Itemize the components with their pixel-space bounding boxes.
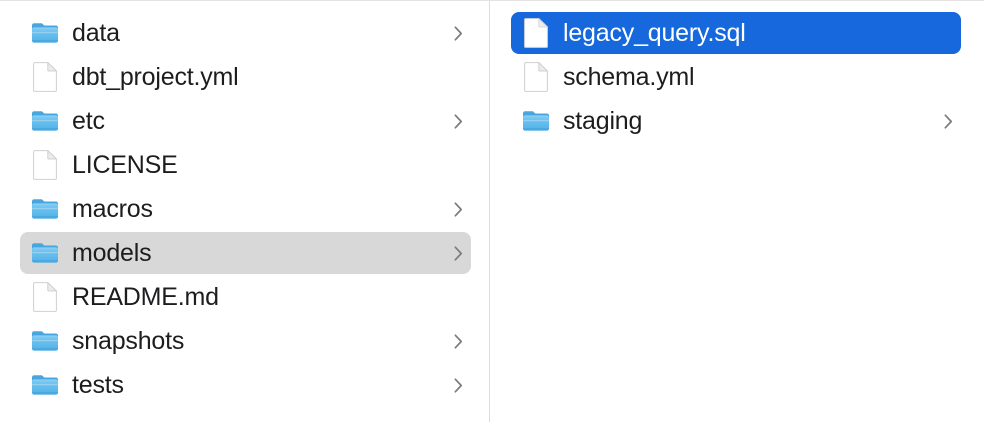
- folder-row[interactable]: etc: [20, 99, 471, 143]
- folder-icon: [30, 236, 60, 270]
- folder-icon: [521, 104, 551, 138]
- file-name-label: dbt_project.yml: [72, 63, 239, 91]
- folder-icon: [30, 192, 60, 226]
- folder-name-label: etc: [72, 107, 105, 135]
- folder-row[interactable]: models: [20, 231, 471, 275]
- file-row[interactable]: dbt_project.yml: [20, 55, 471, 99]
- file-list-child: legacy_query.sql schema.yml staging: [490, 11, 983, 143]
- row-selection-highlight: [20, 232, 471, 274]
- document-icon: [30, 148, 60, 182]
- file-row[interactable]: legacy_query.sql: [511, 11, 961, 55]
- file-name-label: README.md: [72, 283, 219, 311]
- folder-name-label: models: [72, 239, 152, 267]
- file-row[interactable]: schema.yml: [511, 55, 961, 99]
- folder-row[interactable]: tests: [20, 363, 471, 407]
- folder-name-label: data: [72, 19, 120, 47]
- folder-icon: [30, 104, 60, 138]
- row-selection-highlight: [511, 12, 961, 54]
- file-row[interactable]: README.md: [20, 275, 471, 319]
- chevron-right-icon[interactable]: [451, 198, 465, 220]
- folder-row[interactable]: snapshots: [20, 319, 471, 363]
- file-browser-column-child: legacy_query.sql schema.yml staging: [490, 1, 983, 422]
- folder-name-label: staging: [563, 107, 643, 135]
- chevron-right-icon[interactable]: [451, 22, 465, 44]
- folder-name-label: tests: [72, 371, 124, 399]
- document-icon: [30, 280, 60, 314]
- file-name-label: LICENSE: [72, 151, 178, 179]
- folder-row[interactable]: staging: [511, 99, 961, 143]
- folder-row[interactable]: data: [20, 11, 471, 55]
- document-icon: [30, 60, 60, 94]
- file-name-label: schema.yml: [563, 63, 695, 91]
- chevron-right-icon[interactable]: [941, 110, 955, 132]
- chevron-right-icon[interactable]: [451, 374, 465, 396]
- chevron-right-icon[interactable]: [451, 242, 465, 264]
- chevron-right-icon[interactable]: [451, 110, 465, 132]
- folder-name-label: macros: [72, 195, 153, 223]
- file-name-label: legacy_query.sql: [563, 19, 746, 47]
- folder-icon: [30, 16, 60, 50]
- folder-icon: [30, 324, 60, 358]
- folder-icon: [30, 368, 60, 402]
- folder-row[interactable]: macros: [20, 187, 471, 231]
- document-icon: [521, 16, 551, 50]
- chevron-right-icon[interactable]: [451, 330, 465, 352]
- folder-name-label: snapshots: [72, 327, 185, 355]
- file-row[interactable]: LICENSE: [20, 143, 471, 187]
- document-icon: [521, 60, 551, 94]
